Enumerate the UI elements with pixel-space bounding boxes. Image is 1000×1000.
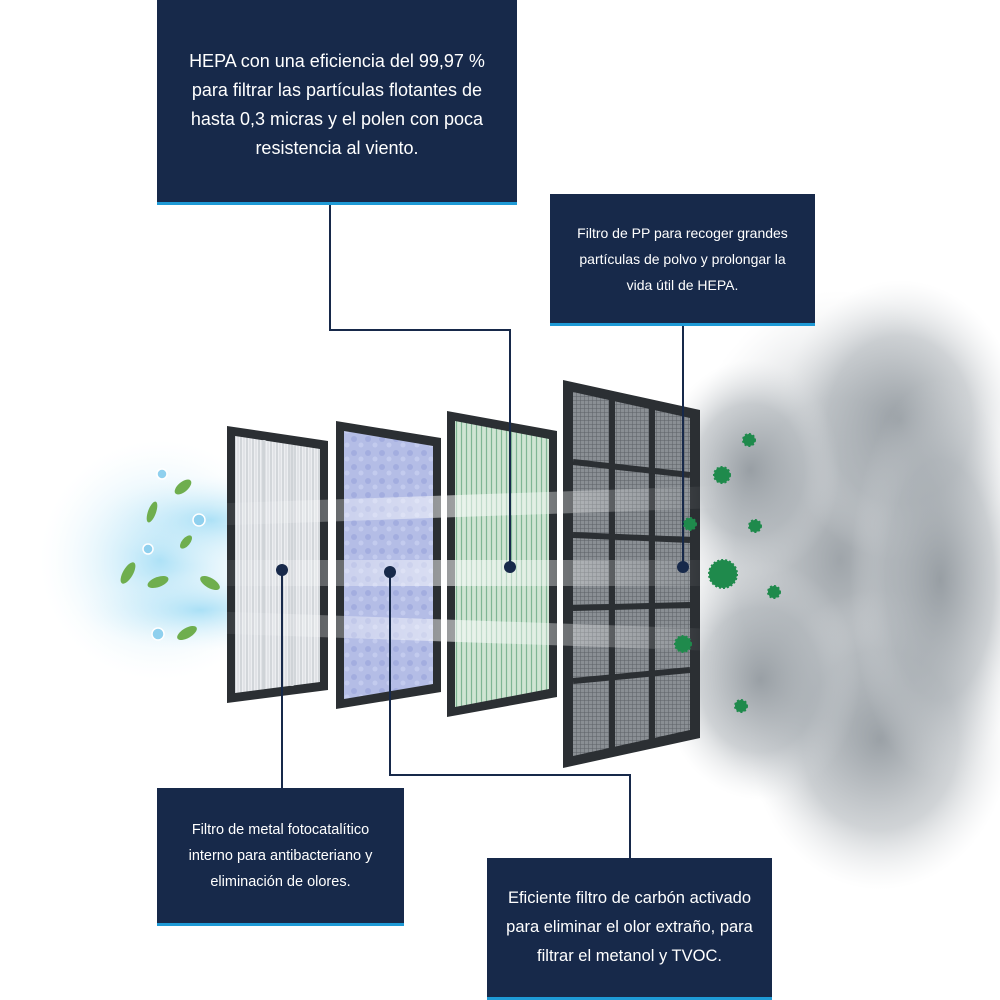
leaf-icon — [146, 501, 158, 523]
marker-dot-pp — [677, 561, 689, 573]
leaf-icon — [174, 479, 192, 495]
leader-line-carbon — [389, 572, 631, 860]
leaf-icon — [180, 535, 192, 549]
leader-line-hepa — [329, 205, 511, 567]
marker-dot-metal — [276, 564, 288, 576]
germ-icon — [748, 519, 762, 533]
germ-icon — [734, 699, 748, 713]
germ-icon — [742, 433, 756, 447]
germ-icon — [708, 559, 738, 589]
water-droplet-icon — [142, 543, 154, 555]
smoke-cloud — [660, 280, 1000, 890]
marker-dot-hepa — [504, 561, 516, 573]
callout-hepa: HEPA con una eficiencia del 99,97 % para… — [157, 0, 517, 205]
leaf-icon — [177, 626, 197, 640]
leader-lines — [281, 205, 684, 860]
callout-pp-text: Filtro de PP para recoger grandes partíc… — [577, 224, 788, 293]
leaf-icon — [120, 562, 136, 584]
germ-icon — [674, 635, 692, 653]
callout-metal: Filtro de metal fotocatalítico interno p… — [157, 788, 404, 926]
germ-icon — [683, 517, 697, 531]
callout-hepa-text: HEPA con una eficiencia del 99,97 % para… — [189, 51, 485, 158]
water-droplet-icon — [156, 468, 168, 480]
callout-metal-text: Filtro de metal fotocatalítico interno p… — [188, 821, 373, 890]
leaf-icon — [147, 575, 169, 589]
marker-dot-carbon — [384, 566, 396, 578]
water-droplet-icon — [192, 513, 206, 527]
germ-icon — [713, 466, 731, 484]
callout-carbon: Eficiente filtro de carbón activado para… — [487, 858, 772, 1000]
callout-pp: Filtro de PP para recoger grandes partíc… — [550, 194, 815, 326]
germ-icon — [767, 585, 781, 599]
callout-carbon-text: Eficiente filtro de carbón activado para… — [506, 889, 753, 965]
leaf-icon — [200, 576, 220, 590]
water-droplet-icon — [151, 627, 165, 641]
